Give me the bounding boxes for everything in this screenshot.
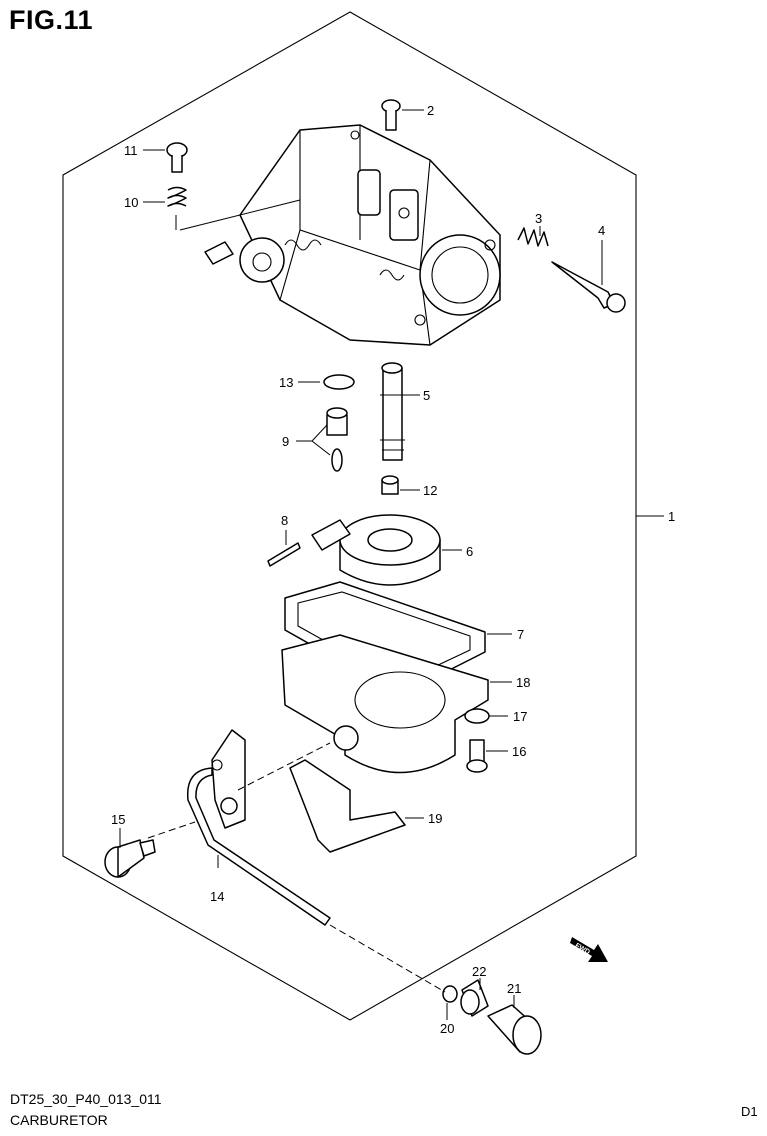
item-22-grommet — [460, 979, 489, 1017]
sheet-mark: D1 — [741, 1104, 758, 1119]
item-6-float — [311, 514, 441, 586]
alignment-line — [329, 924, 446, 993]
item-17-washer — [464, 708, 490, 724]
drawing-code: DT25_30_P40_013_011 — [10, 1091, 162, 1107]
item-8-pin — [267, 542, 301, 567]
item-19-bracket — [289, 759, 406, 853]
item-21-knob — [487, 1004, 542, 1055]
callout-22: 22 — [472, 964, 486, 979]
item-12-jet — [381, 475, 399, 495]
callout-6: 6 — [466, 544, 473, 559]
callout-21: 21 — [507, 981, 521, 996]
item-15-choke-knob — [104, 839, 156, 878]
item-9-jet — [326, 407, 348, 472]
callout-5: 5 — [423, 388, 430, 403]
item-3-spring — [517, 227, 549, 247]
callout-7: 7 — [517, 627, 524, 642]
item-5-needle-valve — [380, 362, 405, 461]
fwd-arrow-icon: FWD — [570, 937, 608, 962]
callout-13: 13 — [279, 375, 293, 390]
callout-2: 2 — [427, 103, 434, 118]
item-11-screw — [166, 142, 188, 173]
alignment-line — [147, 821, 196, 839]
callout-18: 18 — [516, 675, 530, 690]
item-13-washer — [323, 374, 355, 390]
item-4-needle-screw — [551, 261, 626, 313]
fwd-label: FWD — [574, 942, 591, 956]
item-16-screw — [466, 739, 488, 773]
figure-caption: CARBURETOR — [10, 1112, 108, 1128]
item-14-choke-lever — [186, 729, 331, 926]
callout-15: 15 — [111, 812, 125, 827]
callout-3: 3 — [535, 211, 542, 226]
assembly-outline — [62, 11, 637, 1021]
callout-9: 9 — [282, 434, 289, 449]
callout-8: 8 — [281, 513, 288, 528]
callout-11: 11 — [124, 143, 138, 158]
leader-lines — [119, 109, 664, 1020]
callout-19: 19 — [428, 811, 442, 826]
item-10-spring — [167, 186, 187, 207]
callout-1: 1 — [668, 509, 675, 524]
callout-10: 10 — [124, 195, 138, 210]
callout-12: 12 — [423, 483, 437, 498]
carburetor-body — [204, 124, 501, 346]
item-2-screw — [381, 99, 401, 131]
item-20-nut — [442, 985, 458, 1003]
callout-20: 20 — [440, 1021, 454, 1036]
callout-14: 14 — [210, 889, 224, 904]
callout-16: 16 — [512, 744, 526, 759]
figure-title: FIG.11 — [9, 5, 94, 35]
callout-4: 4 — [598, 223, 605, 238]
callout-17: 17 — [513, 709, 527, 724]
alignment-line — [237, 742, 331, 791]
